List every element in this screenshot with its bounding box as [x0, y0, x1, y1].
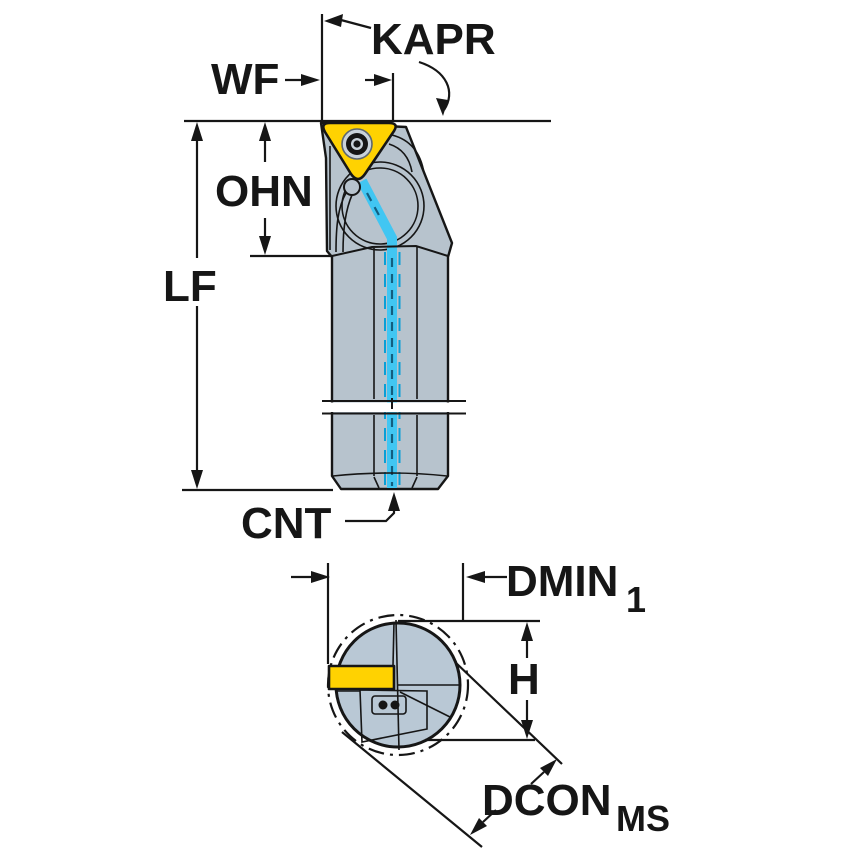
end-pocket-diagonal — [399, 691, 451, 718]
kapr-arrowhead — [324, 14, 343, 27]
wf-label: WF — [211, 55, 279, 104]
dcon-leader-lower — [482, 809, 497, 823]
h-up-arrowhead — [521, 622, 533, 641]
pocket-left-line-2 — [342, 194, 353, 253]
insert-end-view — [327, 664, 396, 691]
dcon-subscript-label: MS — [616, 798, 670, 839]
tool-holder-end — [326, 613, 470, 757]
coolant-hole-right — [390, 700, 400, 710]
dimension-h: H — [398, 619, 540, 742]
insert-side — [322, 121, 397, 196]
insert-pocket-arc-outer — [335, 161, 425, 251]
coolant-hole-left — [378, 700, 388, 710]
end-view: DMIN 1 H DCON MS — [291, 557, 670, 848]
dcon-upper-arrowhead — [540, 759, 557, 776]
coolant-slant-dashes — [366, 192, 382, 220]
dcon-leader-upper — [530, 771, 545, 785]
taper-facet-left — [373, 476, 380, 489]
dcon-extension-lower — [341, 731, 483, 848]
side-view: KAPR WF OHN LF — [163, 14, 551, 548]
taper-facet-right — [411, 476, 418, 489]
tool-body-outline — [319, 121, 454, 491]
lf-label: LF — [163, 262, 217, 311]
dmin1-right-arrowhead — [466, 571, 485, 583]
head-edge-arc — [391, 134, 425, 174]
ohn-label: OHN — [215, 167, 313, 216]
wf-inner-arrowhead — [374, 74, 392, 86]
end-center-line — [395, 619, 400, 751]
dimension-wf: WF — [211, 55, 395, 121]
dcon-label: DCON — [482, 776, 612, 825]
pocket-left-line-1 — [335, 192, 347, 253]
dimension-kapr: KAPR — [184, 14, 551, 123]
dimension-dcon-ms: DCON MS — [341, 661, 670, 848]
dcon-extension-upper — [454, 661, 563, 765]
dcon-lower-arrowhead — [470, 818, 487, 835]
dimension-dmin1: DMIN 1 — [291, 557, 646, 664]
cnt-label: CNT — [241, 499, 332, 548]
shank-taper-line — [332, 472, 448, 477]
wf-arrowhead — [301, 74, 320, 86]
end-pocket-outline — [359, 689, 428, 743]
ohn-up-arrowhead — [259, 122, 271, 141]
pocket-notch — [343, 178, 361, 196]
ohn-down-arrowhead — [259, 236, 271, 255]
shank-break-lines — [320, 398, 467, 415]
dmin1-left-arrowhead — [311, 571, 330, 583]
kapr-label: KAPR — [371, 15, 496, 64]
dimension-cnt: CNT — [241, 492, 400, 548]
break-gap — [320, 402, 467, 412]
head-shank-junction — [331, 244, 449, 257]
kapr-arc-arrowhead — [436, 98, 448, 116]
kapr-leader — [340, 18, 372, 30]
dimension-lf: LF — [163, 122, 333, 492]
dmin1-subscript-label: 1 — [626, 579, 646, 620]
lf-down-arrowhead — [191, 470, 203, 489]
cnt-arrowhead — [388, 492, 400, 511]
kapr-angle-arc — [418, 60, 451, 111]
insert-screw-center — [353, 140, 361, 148]
h-label: H — [508, 655, 540, 704]
coolant-holes-box — [371, 695, 407, 715]
dmin1-label: DMIN — [506, 557, 618, 606]
end-top-edge-line — [392, 621, 395, 667]
dimension-ohn: OHN — [215, 122, 332, 258]
lf-up-arrowhead — [191, 122, 203, 141]
tool-holder-side — [319, 121, 454, 491]
cnt-leader — [345, 509, 396, 523]
insert-pocket-arc-inner — [341, 167, 419, 245]
shank-details — [331, 244, 449, 489]
head-edge-arc-2 — [388, 143, 413, 173]
